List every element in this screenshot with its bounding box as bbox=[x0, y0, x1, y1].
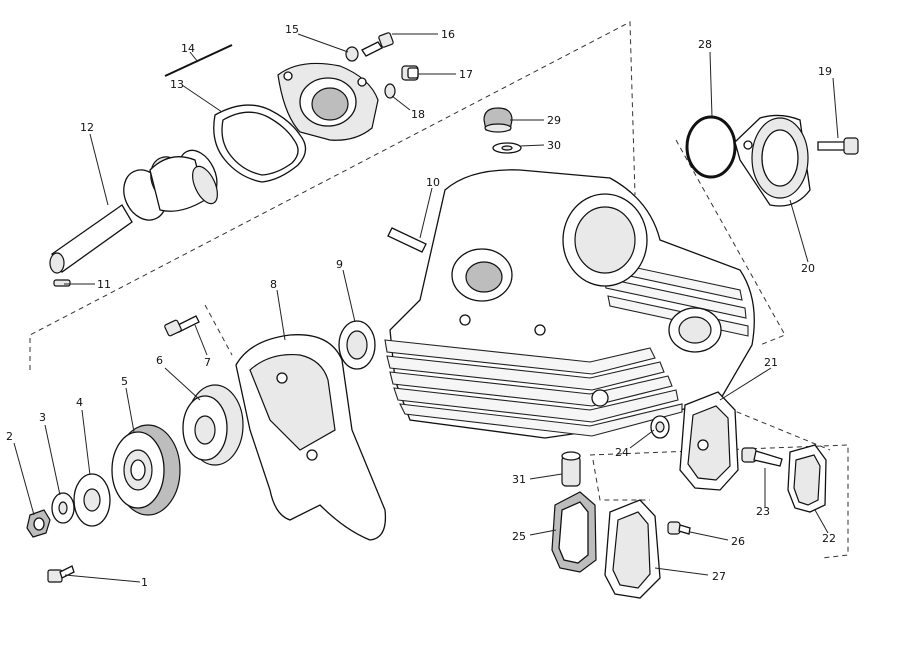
cam-cover-housing bbox=[277, 62, 379, 141]
cover-gasket bbox=[213, 104, 307, 183]
label-21: 21 bbox=[764, 356, 778, 369]
gear-nut bbox=[26, 509, 51, 538]
label-15: 15 bbox=[285, 23, 299, 36]
timing-belt-cover bbox=[235, 334, 387, 541]
label-25: 25 bbox=[512, 530, 526, 543]
label-7: 7 bbox=[204, 356, 211, 369]
dowel-pin bbox=[53, 279, 71, 287]
label-26: 26 bbox=[731, 535, 745, 548]
label-3: 3 bbox=[39, 411, 46, 424]
label-20: 20 bbox=[801, 262, 815, 275]
label-6: 6 bbox=[156, 354, 163, 367]
label-31: 31 bbox=[512, 473, 526, 486]
label-10: 10 bbox=[426, 176, 440, 189]
cover-screw bbox=[361, 32, 394, 57]
inspection-o-ring bbox=[685, 115, 737, 179]
label-16: 16 bbox=[441, 28, 455, 41]
lower-cover-gasket bbox=[551, 491, 597, 573]
side-cover-seal bbox=[650, 415, 670, 439]
cylinder-head bbox=[384, 169, 755, 439]
label-2: 2 bbox=[6, 430, 13, 443]
side-cover-gasket bbox=[787, 444, 827, 513]
label-1: 1 bbox=[141, 576, 148, 589]
callout-labels: 1 2 3 4 5 6 7 8 9 10 11 12 13 14 15 16 1… bbox=[6, 23, 836, 589]
label-28: 28 bbox=[698, 38, 712, 51]
inspection-cover bbox=[734, 114, 811, 207]
pulley-bolt bbox=[164, 315, 200, 337]
label-29: 29 bbox=[547, 114, 561, 127]
camshaft-pulley bbox=[182, 384, 244, 466]
label-22: 22 bbox=[822, 532, 836, 545]
timing-gear bbox=[111, 424, 181, 516]
gear-flange bbox=[73, 473, 111, 527]
label-13: 13 bbox=[170, 78, 184, 91]
label-9: 9 bbox=[336, 258, 343, 271]
label-19: 19 bbox=[818, 65, 832, 78]
gear-washer bbox=[51, 492, 75, 524]
label-17: 17 bbox=[459, 68, 473, 81]
side-cover bbox=[679, 391, 739, 491]
centering-dowel bbox=[561, 451, 581, 487]
side-cover-screw bbox=[741, 447, 783, 467]
oil-seal bbox=[338, 320, 376, 370]
label-14: 14 bbox=[181, 42, 195, 55]
label-8: 8 bbox=[270, 278, 277, 291]
screw-washer bbox=[345, 46, 359, 62]
plug-seal bbox=[384, 83, 396, 99]
label-11: 11 bbox=[97, 278, 111, 291]
cover-plug bbox=[401, 65, 419, 81]
oil-cap bbox=[483, 107, 513, 133]
label-5: 5 bbox=[121, 375, 128, 388]
cap-washer bbox=[492, 142, 522, 154]
lower-cover-screw bbox=[667, 521, 691, 535]
camshaft bbox=[49, 149, 218, 274]
label-23: 23 bbox=[756, 505, 770, 518]
label-4: 4 bbox=[76, 396, 83, 409]
label-30: 30 bbox=[547, 139, 561, 152]
label-27: 27 bbox=[712, 570, 726, 583]
leader-lines bbox=[13, 33, 839, 583]
label-12: 12 bbox=[80, 121, 94, 134]
lower-cover bbox=[604, 499, 661, 599]
inspection-cover-screw bbox=[817, 137, 859, 155]
cylinder-head-stud bbox=[387, 227, 427, 253]
retaining-bolt bbox=[47, 565, 75, 583]
locating-rod bbox=[164, 44, 233, 77]
label-18: 18 bbox=[411, 108, 425, 121]
label-24: 24 bbox=[615, 446, 629, 459]
